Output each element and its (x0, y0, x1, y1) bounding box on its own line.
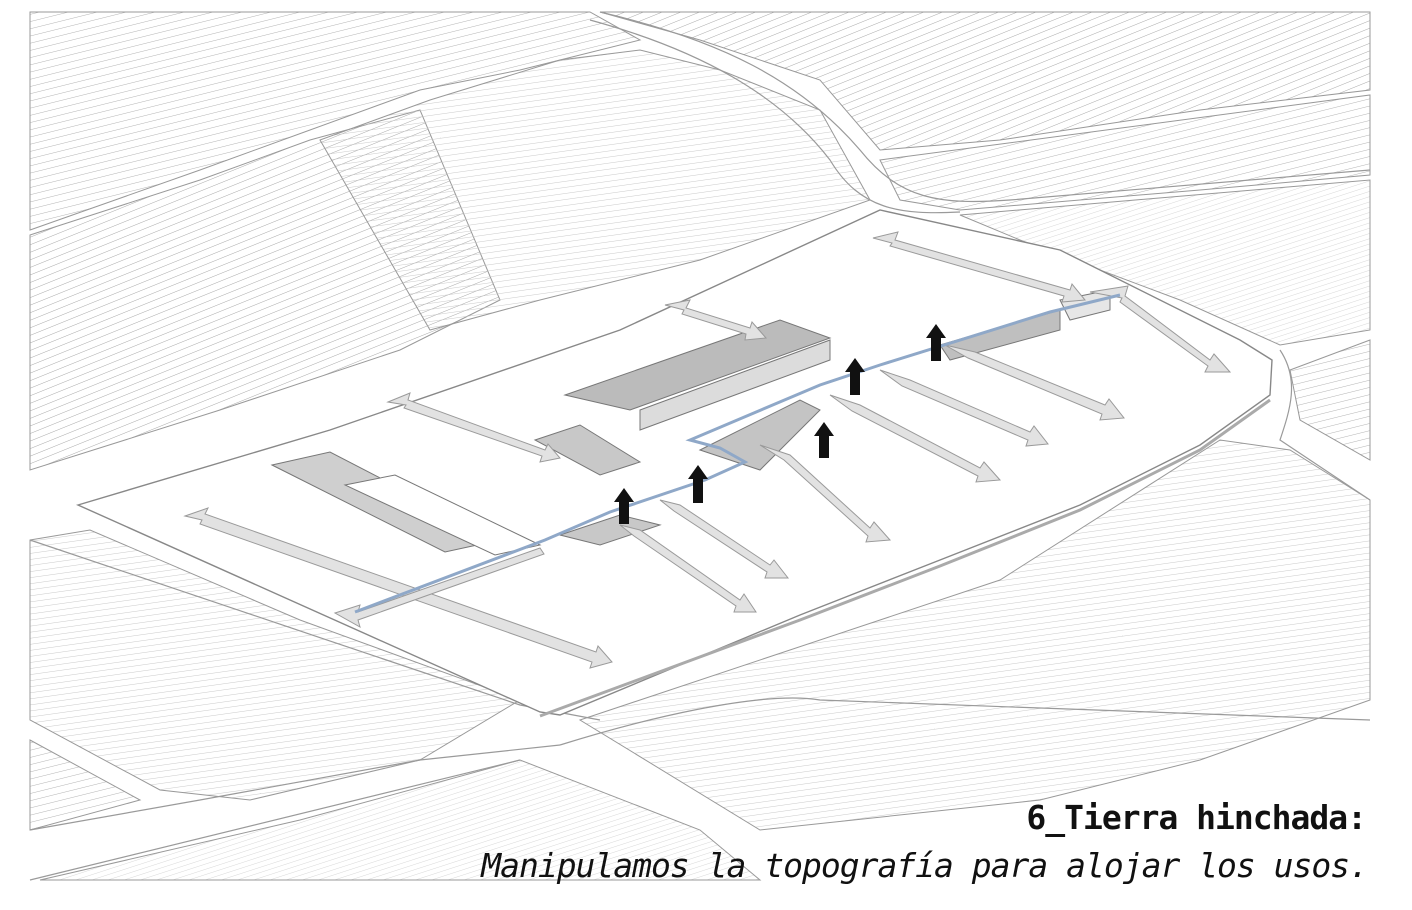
double-arrow-icon (183, 507, 613, 669)
up-arrow-icon (926, 324, 946, 361)
double-arrows (183, 231, 1232, 669)
volume-9 (558, 514, 662, 546)
field-top-center (599, 11, 1371, 151)
up-arrow-icon (614, 488, 634, 524)
field-top-left (29, 11, 642, 231)
volume-4 (563, 319, 832, 411)
double-arrow-icon (333, 547, 545, 629)
double-arrow-icon (944, 344, 1125, 421)
volume-5 (639, 339, 831, 431)
field-right-edge (1289, 339, 1371, 461)
caption-subtitle: Manipulamos la topografía para alojar lo… (481, 846, 1369, 885)
roads (29, 11, 1371, 881)
double-arrow-icon (759, 444, 892, 543)
double-arrow-icon (879, 369, 1049, 447)
field-bottom-center (39, 759, 762, 881)
field-right-upper (959, 179, 1371, 346)
volume-2 (343, 474, 542, 556)
up-arrow-icon (845, 358, 865, 395)
double-arrow-icon (1089, 285, 1232, 373)
field-top-right (879, 94, 1371, 211)
up-arrows (614, 324, 946, 524)
double-arrow-icon (659, 499, 790, 579)
double-arrow-icon (872, 231, 1086, 303)
double-arrow-icon (619, 524, 757, 613)
caption-title: 6_Tierra hinchada: (1026, 798, 1367, 837)
up-arrow-icon (688, 465, 708, 503)
field-bottom-right (578, 439, 1371, 831)
field-parcels (29, 11, 1371, 881)
double-arrow-icon (664, 299, 768, 341)
up-arrow-icon (814, 422, 834, 458)
double-arrow-icon (386, 392, 561, 463)
field-bottom-far-left (29, 739, 142, 831)
double-arrow-icon (829, 394, 1002, 483)
volume-3 (533, 424, 642, 476)
plateau-edge-shadow (539, 398, 1271, 718)
